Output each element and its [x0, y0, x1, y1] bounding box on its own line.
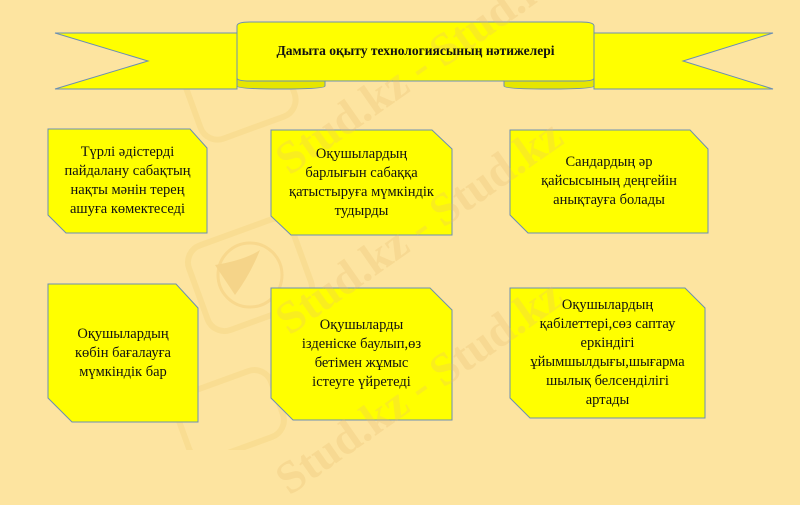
banner-left-tail	[54, 32, 238, 90]
box-1-text: Түрлі әдістерді пайдалану сабақтың нақты…	[64, 144, 191, 217]
box-6-shape	[509, 287, 706, 419]
banner-right-tail	[593, 32, 774, 90]
banner-center	[236, 21, 595, 82]
slide-shapes	[47, 21, 774, 450]
box-5-text: Оқушыларды ізденіске баулып,өз бетімен ж…	[301, 317, 422, 390]
box-2-text: Оқушылардың барлығын сабаққа қатыстыруға…	[289, 145, 434, 219]
box-2-shape	[270, 129, 453, 236]
slide: Stud.kz - Stud.kz Stud.kz - Stud.kz Stud…	[47, 0, 774, 504]
box-6-text: Оқушылардың қабілеттері,сөз саптау еркін…	[530, 297, 685, 408]
box-3-shape	[509, 129, 709, 234]
slide-title: Дамыта оқыту технологиясының нәтижелері	[276, 43, 555, 58]
box-3-text: Сандардың әр қайсысының деңгейін анықтау…	[541, 154, 677, 208]
box-1-shape	[47, 128, 208, 234]
box-4-shape	[47, 283, 199, 423]
box-4-text: Оқушылардың көбін бағалауға мүмкіндік ба…	[75, 325, 171, 380]
box-5-shape	[270, 287, 453, 421]
